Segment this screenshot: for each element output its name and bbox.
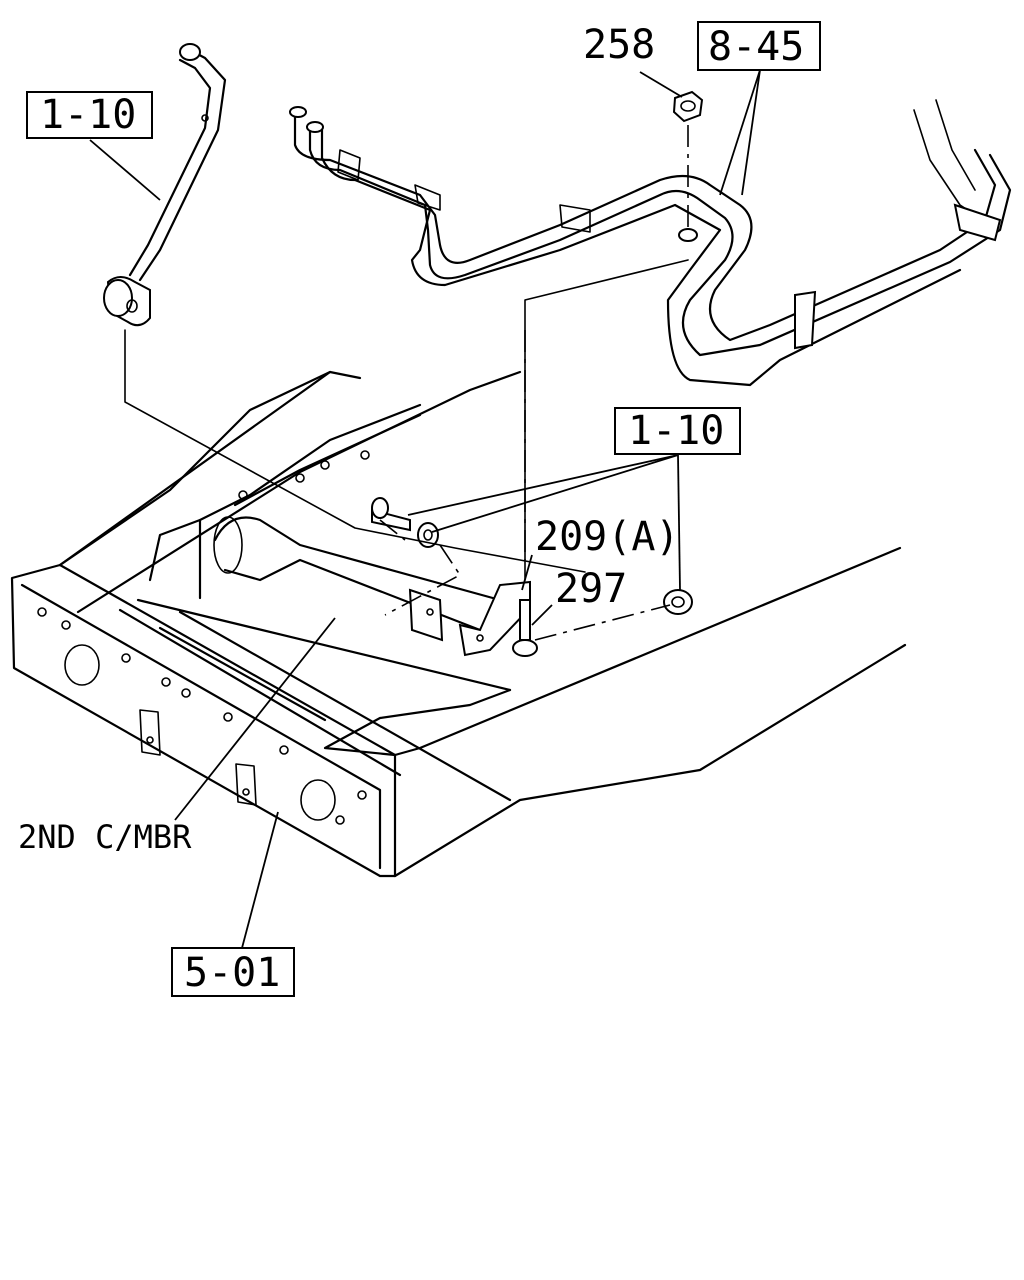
pipe-assembly	[289, 99, 1012, 387]
svg-text:5-01: 5-01	[184, 950, 280, 996]
nut-258	[672, 90, 704, 123]
label-8-45[interactable]: 8-45	[697, 21, 821, 71]
stabilizer-link	[103, 43, 227, 327]
label-1-10-mid[interactable]: 1-10	[614, 407, 741, 455]
svg-text:8-45: 8-45	[708, 24, 804, 70]
label-258[interactable]: 258	[583, 22, 655, 68]
leader-lines	[89, 69, 761, 949]
chassis-frame	[10, 370, 907, 878]
label-209a[interactable]: 209(A)	[535, 514, 680, 560]
center-lines	[124, 125, 689, 641]
label-297[interactable]: 297	[555, 566, 627, 612]
svg-text:1-10: 1-10	[628, 408, 724, 454]
svg-text:1-10: 1-10	[40, 92, 136, 138]
label-2nd-crossmember[interactable]: 2ND C/MBR	[18, 818, 192, 856]
label-1-10-top[interactable]: 1-10	[26, 91, 153, 139]
label-5-01[interactable]: 5-01	[171, 947, 295, 997]
bracket-assembly	[371, 497, 693, 657]
